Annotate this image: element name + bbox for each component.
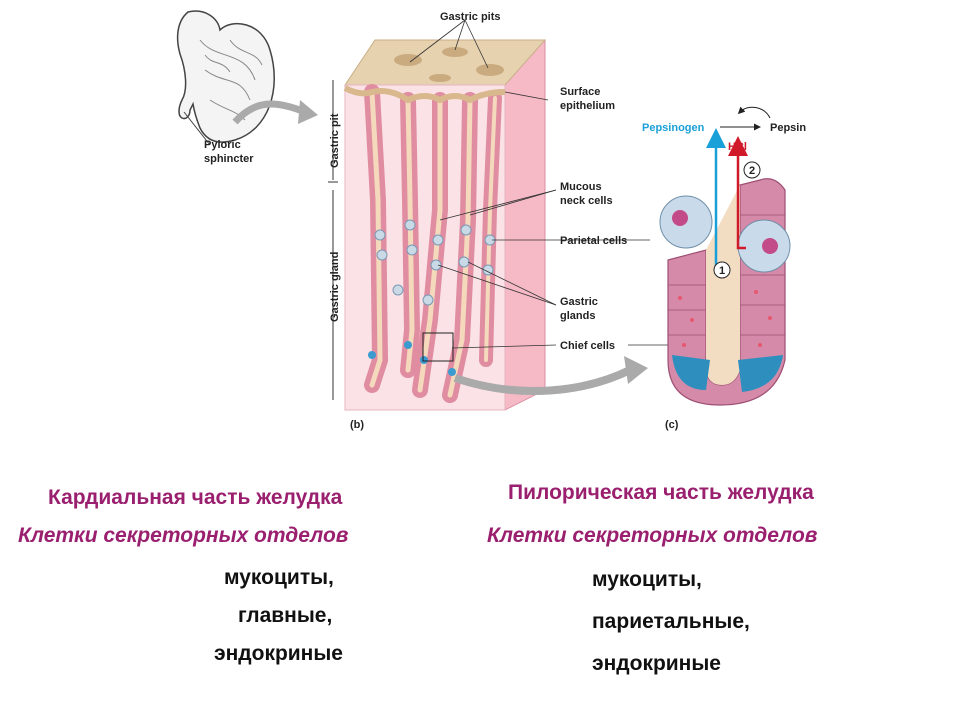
panel-c-label: (c) <box>665 419 679 431</box>
mucous-neck-label-1: Mucous <box>560 181 602 193</box>
pyloric-label-line1: Pyloric <box>204 139 241 151</box>
hcl-label: HCl <box>728 141 747 153</box>
pepsin-label: Pepsin <box>770 122 806 134</box>
cardiac-title: Кардиальная часть желудка <box>48 486 343 509</box>
axis-brackets <box>328 80 338 400</box>
chief-cells-label: Chief cells <box>560 340 615 352</box>
tissue-block <box>343 39 547 411</box>
pyloric-title: Пилорическая часть желудка <box>508 481 814 504</box>
pyloric-label-line2: sphincter <box>204 153 254 165</box>
mucous-neck-label-2: neck cells <box>560 195 613 207</box>
cardiac-item-1: мукоциты, <box>224 566 334 589</box>
step-1-label: 1 <box>719 265 725 277</box>
gastric-gland-axis-label: Gastric gland <box>329 252 341 322</box>
surface-epithelium-label-2: epithelium <box>560 100 615 112</box>
cardiac-item-3: эндокриные <box>214 642 343 665</box>
cardiac-subtitle: Клетки секреторных отделов <box>18 524 349 547</box>
pepsinogen-label: Pepsinogen <box>642 122 705 134</box>
gastric-pit-axis-label: Gastric pit <box>329 113 341 168</box>
pyloric-item-2: париетальные, <box>592 610 750 633</box>
gastric-glands-label-1: Gastric <box>560 296 598 308</box>
gastric-glands-label-2: glands <box>560 310 595 322</box>
pyloric-item-1: мукоциты, <box>592 568 702 591</box>
cardiac-item-2: главные, <box>238 604 333 627</box>
surface-epithelium-label-1: Surface <box>560 86 600 98</box>
pyloric-subtitle: Клетки секреторных отделов <box>487 524 818 547</box>
leader-lines <box>409 19 670 349</box>
pyloric-item-3: эндокриные <box>592 652 721 675</box>
panel-b-label: (b) <box>350 419 364 431</box>
gastric-gland-illustration: Pyloric sphincter Gastric pit Gastric gl… <box>176 10 806 431</box>
gastric-pits-label: Gastric pits <box>440 11 501 23</box>
stomach-drawing <box>176 10 318 146</box>
step-2-label: 2 <box>749 165 755 177</box>
parietal-cells-label: Parietal cells <box>560 235 627 247</box>
gland-closeup <box>659 178 791 406</box>
